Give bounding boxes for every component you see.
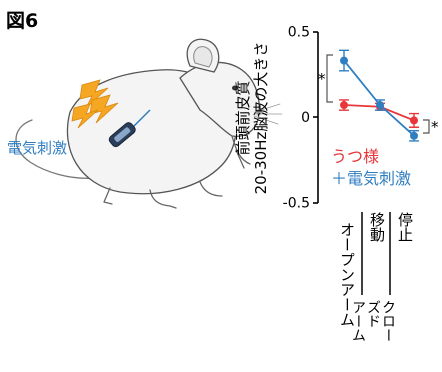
- x-label-stop: 停止: [396, 212, 414, 242]
- x-label-closed-col2: ズド: [365, 300, 381, 328]
- data-point: [410, 131, 418, 140]
- y-axis-label: 前頭前皮質 20-30Hz脳波の大きさ: [234, 42, 270, 195]
- legend-depressed: うつ様: [331, 147, 379, 166]
- y-label-line2: 20-30Hz脳波の大きさ: [252, 41, 270, 195]
- x-label-closed-col1: クロー: [380, 300, 396, 342]
- data-point: [376, 101, 384, 110]
- data-point: [340, 101, 348, 110]
- chart-axes: [313, 31, 319, 204]
- stim-label: 電気刺激: [7, 139, 68, 157]
- series-layer: [339, 49, 419, 142]
- sig-bracket-open: [326, 54, 333, 103]
- y-tick-label: 0.5: [288, 25, 310, 41]
- series-stim: [339, 49, 419, 142]
- mouse-illustration: [15, 38, 283, 209]
- x-label-closed-col3: アーム: [350, 300, 366, 342]
- y-tick-labels: 0.5 0 -0.5: [283, 25, 310, 212]
- data-point: [340, 56, 348, 65]
- y-tick-label: -0.5: [283, 196, 310, 212]
- x-label-move: 移動: [368, 212, 386, 242]
- data-point: [410, 116, 418, 125]
- y-tick-label: 0: [301, 110, 310, 126]
- sig-star-stop: *: [431, 118, 439, 136]
- series-line: [343, 60, 415, 137]
- lightning-icon: [71, 79, 119, 129]
- legend-stim: ＋電気刺激: [331, 169, 411, 188]
- figure-label: 図6: [6, 10, 39, 32]
- x-label-open: オープンアーム: [338, 222, 356, 327]
- sig-bracket-stop: [423, 119, 430, 134]
- y-label-line1: 前頭前皮質: [234, 80, 252, 156]
- stimulator-device: [108, 122, 136, 148]
- sig-star-open: *: [318, 70, 326, 88]
